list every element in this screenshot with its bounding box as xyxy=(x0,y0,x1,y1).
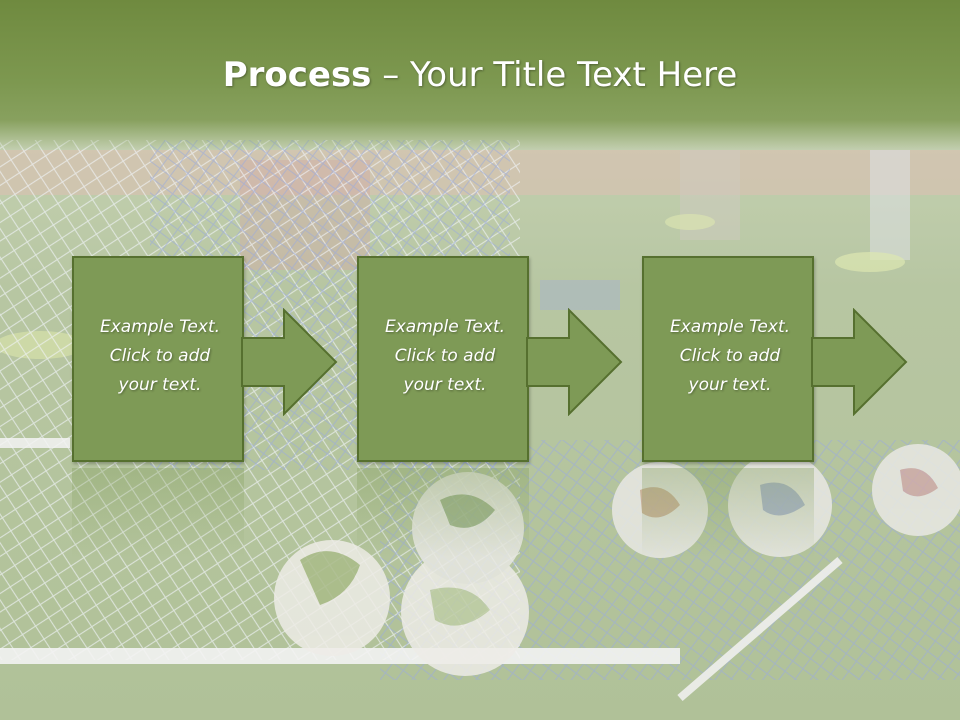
process-step-2[interactable]: Example Text. Click to add your text. xyxy=(357,256,533,466)
step-line-2: Click to add xyxy=(394,346,496,366)
step-line-3: your text. xyxy=(403,375,487,395)
step-line-1: Example Text. xyxy=(384,317,506,337)
right-arrow-icon xyxy=(241,308,338,416)
process-step-3[interactable]: Example Text. Click to add your text. xyxy=(642,256,818,466)
process-step-1[interactable]: Example Text. Click to add your text. xyxy=(72,256,248,466)
step-text[interactable]: Example Text. Click to add your text. xyxy=(644,313,816,400)
title-bold: Process xyxy=(222,55,372,95)
step-2-reflection xyxy=(357,468,529,558)
step-1-reflection xyxy=(72,468,244,558)
step-line-1: Example Text. xyxy=(99,317,221,337)
step-line-1: Example Text. xyxy=(669,317,791,337)
step-box[interactable]: Example Text. Click to add your text. xyxy=(357,256,529,462)
title-rest: – Your Title Text Here xyxy=(371,55,738,95)
step-text[interactable]: Example Text. Click to add your text. xyxy=(359,313,531,400)
step-line-3: your text. xyxy=(118,375,202,395)
step-box[interactable]: Example Text. Click to add your text. xyxy=(642,256,814,462)
step-line-2: Click to add xyxy=(109,346,211,366)
right-arrow-icon xyxy=(526,308,623,416)
step-box[interactable]: Example Text. Click to add your text. xyxy=(72,256,244,462)
slide-title[interactable]: Process – Your Title Text Here xyxy=(0,52,960,98)
title-bar xyxy=(0,0,960,150)
step-line-2: Click to add xyxy=(679,346,781,366)
step-text[interactable]: Example Text. Click to add your text. xyxy=(74,313,246,400)
step-line-3: your text. xyxy=(688,375,772,395)
right-arrow-icon xyxy=(811,308,908,416)
step-3-reflection xyxy=(642,468,814,558)
